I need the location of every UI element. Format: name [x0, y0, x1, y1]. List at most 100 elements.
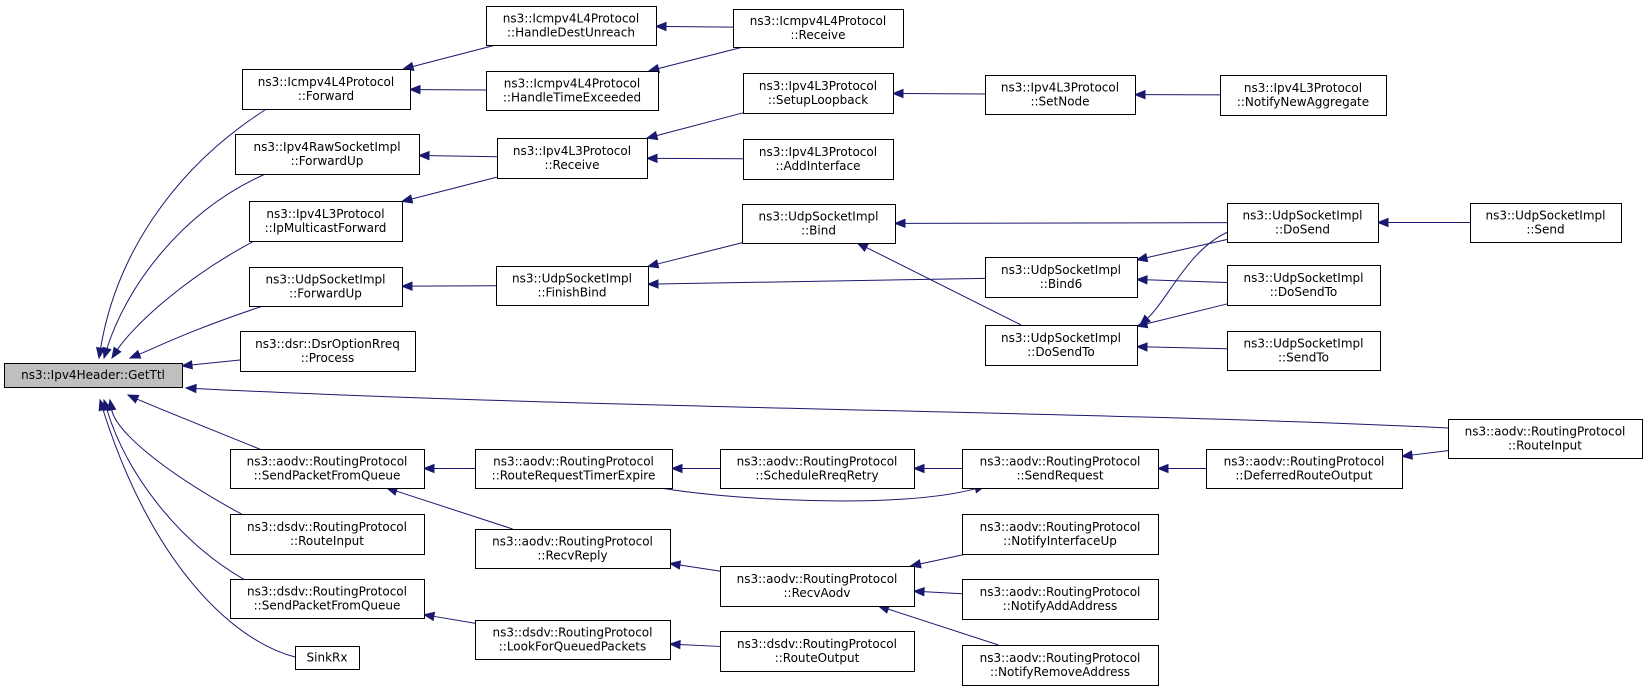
node-label: ::NotifyAddAddress	[1003, 599, 1118, 613]
function-node[interactable]: ns3::aodv::RoutingProtocol::SendPacketFr…	[230, 449, 425, 489]
node-box	[742, 204, 896, 244]
function-node[interactable]: ns3::aodv::RoutingProtocol::ScheduleRreq…	[720, 449, 915, 489]
node-label: ns3::aodv::RoutingProtocol	[737, 455, 898, 469]
function-node[interactable]: ns3::Icmpv4L4Protocol::Forward	[242, 69, 411, 110]
node-label: ns3::UdpSocketImpl	[1243, 209, 1363, 223]
function-node[interactable]: ns3::aodv::RoutingProtocol::RecvAodv	[720, 566, 915, 607]
arrowhead-icon	[645, 130, 659, 141]
node-label: ns3::Ipv4L3Protocol	[759, 79, 877, 93]
node-label: ::Bind	[801, 224, 836, 238]
function-node[interactable]: ns3::aodv::RoutingProtocol::DeferredRout…	[1206, 449, 1403, 489]
function-node[interactable]: ns3::UdpSocketImpl::SendTo	[1227, 331, 1381, 371]
arrowhead-icon	[856, 242, 869, 252]
arrowhead-icon	[912, 463, 925, 474]
function-node[interactable]: ns3::aodv::RoutingProtocol::NotifyInterf…	[962, 514, 1159, 555]
function-node[interactable]: ns3::UdpSocketImpl::Bind6	[985, 257, 1138, 298]
arrowhead-icon	[912, 587, 925, 597]
node-label: ::NotifyNewAggregate	[1237, 95, 1369, 109]
function-node[interactable]: ns3::UdpSocketImpl::Send	[1470, 203, 1622, 243]
function-node[interactable]: ns3::Icmpv4L4Protocol::HandleDestUnreach	[486, 6, 657, 46]
arrowhead-icon	[1135, 275, 1148, 285]
arrowhead-icon	[180, 360, 193, 370]
function-node[interactable]: ns3::Ipv4L3Protocol::SetNode	[985, 75, 1136, 115]
function-node[interactable]: ns3::UdpSocketImpl::Bind	[742, 204, 896, 244]
arrowhead-icon	[893, 218, 906, 229]
function-node[interactable]: ns3::UdpSocketImpl::ForwardUp	[249, 267, 403, 307]
call-edge	[128, 304, 267, 359]
function-node[interactable]: ns3::UdpSocketImpl::DoSend	[1227, 203, 1379, 243]
edge-line	[649, 485, 977, 502]
function-node[interactable]: SinkRx	[295, 646, 360, 670]
function-node[interactable]: ns3::Ipv4L3Protocol::AddInterface	[743, 139, 894, 180]
function-node[interactable]: ns3::dsdv::RoutingProtocol::LookForQueue…	[475, 620, 671, 660]
arrowhead-icon	[400, 281, 413, 291]
call-edges	[96, 21, 1470, 658]
function-node[interactable]: ns3::Ipv4RawSocketImpl::ForwardUp	[235, 134, 420, 175]
node-box	[240, 331, 416, 372]
function-node[interactable]: ns3::Ipv4L3Protocol::IpMulticastForward	[249, 201, 403, 242]
arrowhead-icon	[1400, 450, 1414, 460]
node-label: ::LookForQueuedPackets	[499, 640, 647, 654]
edge-line	[1145, 346, 1228, 350]
node-box	[733, 9, 904, 48]
node-label: ::SetNode	[1030, 95, 1089, 109]
function-node[interactable]: ns3::dsdv::RoutingProtocol::RouteOutput	[720, 631, 915, 672]
node-label: ::AddInterface	[775, 159, 860, 173]
node-label: ns3::aodv::RoutingProtocol	[980, 585, 1141, 599]
arrowhead-icon	[645, 153, 658, 164]
node-label: ::Send	[1526, 223, 1564, 237]
function-node[interactable]: ns3::aodv::RoutingProtocol::RouteInput	[1448, 419, 1643, 459]
node-box	[962, 449, 1159, 489]
function-node[interactable]: ns3::aodv::RoutingProtocol::SendRequest	[962, 449, 1159, 489]
function-node[interactable]: ns3::Icmpv4L4Protocol::HandleTimeExceede…	[486, 71, 659, 111]
node-box	[4, 363, 183, 388]
node-box	[1220, 75, 1387, 116]
node-label: ::DoSendTo	[1027, 345, 1095, 359]
edge-line	[901, 93, 986, 95]
function-node[interactable]: ns3::Ipv4L3Protocol::SetupLoopback	[743, 73, 894, 114]
node-box	[1227, 331, 1381, 371]
root-node[interactable]: ns3::Ipv4Header::GetTtl	[4, 363, 183, 388]
call-edge	[180, 359, 241, 370]
node-label: ns3::Ipv4L3Protocol	[759, 145, 877, 159]
function-node[interactable]: ns3::Ipv4L3Protocol::NotifyNewAggregate	[1220, 75, 1387, 116]
node-box	[985, 325, 1138, 366]
function-node[interactable]: ns3::UdpSocketImpl::DoSendTo	[1227, 265, 1381, 306]
function-node[interactable]: ns3::aodv::RoutingProtocol::RecvReply	[475, 529, 671, 569]
function-node[interactable]: ns3::dsdv::RoutingProtocol::SendPacketFr…	[230, 579, 425, 619]
call-edge	[912, 463, 962, 474]
edge-line	[106, 408, 246, 581]
call-edge	[96, 107, 269, 360]
function-node[interactable]: ns3::aodv::RoutingProtocol::NotifyAddAdd…	[962, 579, 1159, 620]
function-node[interactable]: ns3::aodv::RoutingProtocol::NotifyRemove…	[962, 645, 1159, 686]
function-node[interactable]: ns3::Ipv4L3Protocol::Receive	[497, 138, 648, 179]
node-box	[985, 75, 1136, 115]
call-edge	[417, 150, 498, 161]
function-node[interactable]: ns3::dsr::DsrOptionRreq::Process	[240, 331, 416, 372]
function-node[interactable]: ns3::dsdv::RoutingProtocol::RouteInput	[230, 514, 425, 555]
node-label: ns3::Ipv4L3Protocol	[513, 144, 631, 158]
edge-line	[1146, 229, 1234, 320]
function-node[interactable]: ns3::UdpSocketImpl::FinishBind	[496, 266, 649, 306]
function-node[interactable]: ns3::Icmpv4L4Protocol::Receive	[733, 9, 904, 48]
node-label: ::RouteInput	[290, 534, 364, 548]
call-edge	[400, 281, 497, 291]
call-edge	[408, 84, 487, 95]
call-edge	[647, 46, 744, 74]
node-label: ns3::aodv::RoutingProtocol	[1465, 425, 1626, 439]
node-label: ns3::Icmpv4L4Protocol	[503, 12, 639, 26]
edge-line	[1145, 279, 1228, 283]
function-node[interactable]: ns3::aodv::RoutingProtocol::RouteRequest…	[475, 449, 673, 489]
call-edge	[646, 242, 743, 269]
function-node[interactable]: ns3::UdpSocketImpl::DoSendTo	[985, 325, 1138, 366]
node-label: ::DeferredRouteOutput	[1235, 469, 1373, 483]
node-label: ns3::Ipv4Header::GetTtl	[21, 368, 165, 382]
edge-line	[922, 591, 963, 595]
node-box	[962, 514, 1159, 555]
node-label: ::SendPacketFromQueue	[254, 469, 401, 483]
node-label: ns3::dsdv::RoutingProtocol	[247, 585, 407, 599]
arrowhead-icon	[670, 463, 683, 474]
edge-line	[664, 25, 734, 28]
node-label: ns3::UdpSocketImpl	[759, 210, 879, 224]
